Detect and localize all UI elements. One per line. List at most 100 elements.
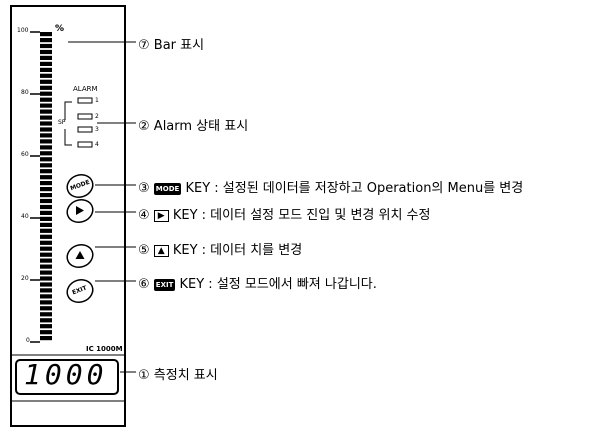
callout-number: ② <box>138 119 150 134</box>
callout-text: KEY : 설정된 데이터를 저장하고 Operation의 Menu를 변경 <box>185 181 524 196</box>
bar-segment <box>40 151 52 156</box>
alarm-led-1 <box>77 97 93 104</box>
callout-text: 측정치 표시 <box>153 368 218 383</box>
bar-segment <box>40 204 52 210</box>
callout-number: ⑤ <box>138 243 150 258</box>
mode-key-badge: MODE <box>153 182 182 195</box>
percent-label: % <box>55 24 65 34</box>
bar-segment <box>40 252 52 257</box>
bar-segment <box>40 300 52 305</box>
bar-segment <box>40 324 52 329</box>
callout-text: Bar 표시 <box>153 38 205 53</box>
bar-segment <box>40 336 52 341</box>
exit-button[interactable] <box>64 276 96 306</box>
alarm-num-1: 1 <box>95 97 99 104</box>
bar-segment <box>40 85 52 90</box>
scale-40: 40 <box>21 213 29 220</box>
callout-mode-key: ③ MODE KEY : 설정된 데이터를 저장하고 Operation의 Me… <box>138 177 523 196</box>
bar-segment <box>40 32 52 37</box>
bar-segment <box>40 133 52 138</box>
bar-segment <box>40 294 52 299</box>
model-label: IC 1000M <box>86 345 123 353</box>
bar-segment <box>40 43 52 49</box>
bar-segment <box>40 228 52 233</box>
bar-segment <box>40 97 52 102</box>
callout-number: ⑦ <box>138 38 150 53</box>
up-arrow-icon <box>75 251 85 259</box>
bar-segment <box>40 181 52 186</box>
leader-lines <box>68 41 136 373</box>
alarm-led-4 <box>77 141 93 148</box>
alarm-num-2: 2 <box>95 113 99 120</box>
bar-segment <box>40 79 52 84</box>
bar-segment <box>40 127 52 132</box>
bar-segment <box>40 91 52 96</box>
bar-segment <box>40 306 52 311</box>
scale-100: 100 <box>17 27 29 34</box>
callout-text: KEY : 데이터 설정 모드 진입 및 변경 위치 수정 <box>172 208 431 223</box>
callout-number: ③ <box>138 181 150 196</box>
mode-button[interactable] <box>64 171 96 201</box>
bar-segment <box>40 175 52 180</box>
bar-segment <box>40 49 52 55</box>
bar-segment <box>40 222 52 227</box>
alarm-num-4: 4 <box>95 141 99 148</box>
bar-segment <box>40 264 52 269</box>
up-key-badge: ▲ <box>153 244 169 257</box>
right-key-badge: ▶ <box>153 209 169 222</box>
bar-segment <box>40 67 52 72</box>
callout-bar-display: ⑦ Bar 표시 <box>138 34 204 53</box>
callout-text: KEY : 데이터 치를 변경 <box>172 243 303 258</box>
alarm-bracket <box>64 101 72 146</box>
bar-segment <box>40 61 52 66</box>
bar-segment <box>40 234 52 239</box>
bar-segment <box>40 198 52 204</box>
bar-segment <box>40 103 52 108</box>
scale-0: 0 <box>26 337 30 344</box>
bar-segment <box>40 139 52 144</box>
callout-number: ① <box>138 368 150 383</box>
callout-exit-key: ⑥ EXIT KEY : 설정 모드에서 빠져 나갑니다. <box>138 273 377 292</box>
sp-label: SP <box>58 119 66 126</box>
scale-20: 20 <box>21 275 29 282</box>
alarm-num-3: 3 <box>95 126 99 133</box>
bar-segment <box>40 276 52 281</box>
right-arrow-icon <box>76 206 84 215</box>
bar-segment <box>40 216 52 221</box>
callout-text: KEY : 설정 모드에서 빠져 나갑니다. <box>179 277 377 292</box>
callout-up-key: ⑤ ▲ KEY : 데이터 치를 변경 <box>138 239 302 258</box>
alarm-led-2 <box>77 113 93 120</box>
callout-number: ④ <box>138 208 150 223</box>
scale-60: 60 <box>21 151 29 158</box>
bar-graph <box>40 32 52 341</box>
bar-segment <box>40 288 52 293</box>
bar-segment <box>40 157 52 162</box>
bar-segment <box>40 270 52 275</box>
callout-number: ⑥ <box>138 277 150 292</box>
bar-segment <box>40 240 52 245</box>
bar-segment <box>40 282 52 287</box>
bar-segment <box>40 109 52 114</box>
bar-segment <box>40 145 52 150</box>
scale-ticks <box>30 31 40 343</box>
lcd-display-value: 1000 <box>24 358 108 391</box>
bar-segment <box>40 169 52 174</box>
bar-segment <box>40 163 52 168</box>
bar-segment <box>40 318 52 323</box>
callout-text: Alarm 상태 표시 <box>153 119 249 134</box>
bar-segment <box>40 73 52 78</box>
callout-measured-value: ① 측정치 표시 <box>138 364 218 383</box>
bar-segment <box>40 115 52 120</box>
callout-right-key: ④ ▶ KEY : 데이터 설정 모드 진입 및 변경 위치 수정 <box>138 204 430 223</box>
bar-segment <box>40 38 52 43</box>
alarm-title: ALARM <box>73 85 98 93</box>
alarm-led-3 <box>77 126 93 133</box>
bar-segment <box>40 258 52 263</box>
bar-segment <box>40 187 52 192</box>
bar-segment <box>40 55 52 60</box>
bar-segment <box>40 330 52 335</box>
callout-alarm-status: ② Alarm 상태 표시 <box>138 115 248 134</box>
bar-segment <box>40 210 52 215</box>
exit-key-badge: EXIT <box>153 278 176 291</box>
